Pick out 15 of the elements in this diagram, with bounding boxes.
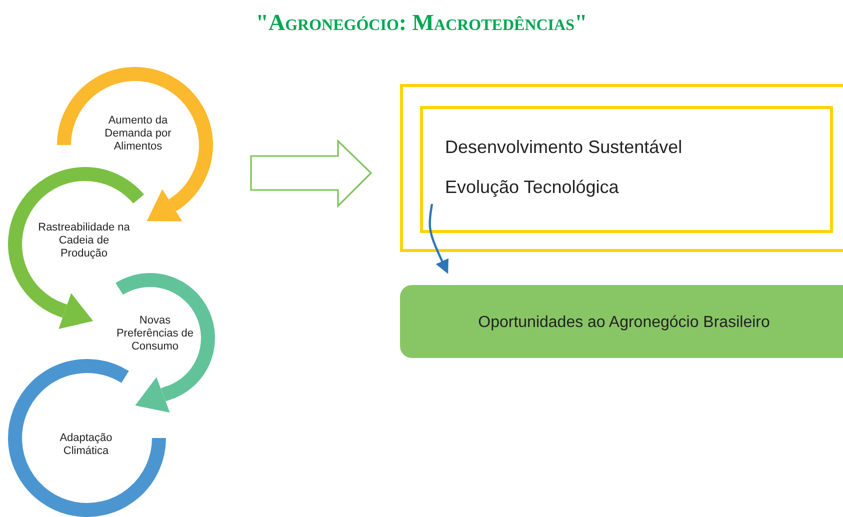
trend-label: Rastreabilidade na Cadeia de Produção (37, 222, 131, 260)
topic-text: Desenvolvimento Sustentável (445, 137, 682, 158)
trend-label: Adaptação Climática (58, 432, 114, 458)
trend-label: Aumento da Demanda por Alimentos (104, 114, 172, 154)
trend-label: Novas Preferências de Consumo (115, 314, 195, 354)
outer-frame (400, 84, 843, 252)
block-arrow (250, 139, 372, 208)
result-box (400, 285, 843, 358)
inner-frame (420, 106, 833, 233)
topic-text: Evolução Tecnológica (445, 177, 619, 198)
result-label: Oportunidades ao Agronegócio Brasileiro (478, 314, 770, 332)
curved-arrow (58, 293, 94, 330)
diagram-title: "Agronegócio: Macrotedências" (256, 10, 588, 35)
curved-arrow (135, 377, 170, 413)
curved-arrow (146, 189, 182, 222)
